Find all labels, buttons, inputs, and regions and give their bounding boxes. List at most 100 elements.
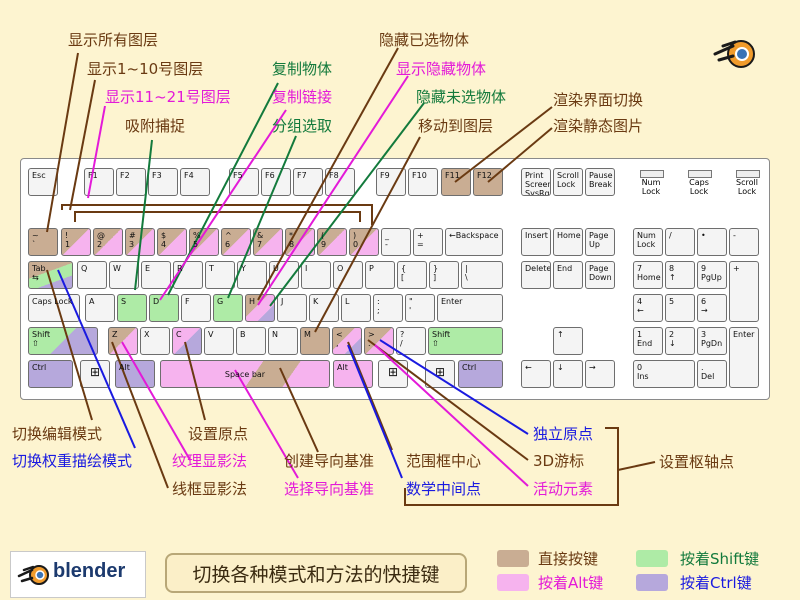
- key-f4: F4: [180, 168, 210, 196]
- key-label: End: [557, 264, 573, 273]
- key-ctrl-r: Ctrl: [458, 360, 503, 388]
- key-q: Q: [77, 261, 107, 289]
- indicator-light: [736, 170, 760, 178]
- key-label: F9: [380, 171, 390, 180]
- key-label: V: [208, 330, 214, 339]
- key-label: % 5: [193, 231, 201, 249]
- key-minus: _ -: [381, 228, 411, 256]
- key-label: Delete: [525, 264, 551, 273]
- key-label: S: [121, 297, 127, 306]
- key-label: Tab ⇆: [32, 264, 46, 282]
- key-pgup: Page Up: [585, 228, 615, 256]
- key-f2: F2: [116, 168, 146, 196]
- legend-direct: 直接按键: [538, 550, 599, 568]
- key-n9: 9 PgUp: [697, 261, 727, 289]
- indicator-label: Num Lock: [641, 178, 661, 196]
- label-group-select: 分组选取: [272, 117, 333, 135]
- key-f8: F8: [325, 168, 355, 196]
- label-duplicate-linked: 复制链接: [272, 88, 333, 106]
- key-label: Ctrl: [462, 363, 477, 372]
- key-n2: 2 ↓: [665, 327, 695, 355]
- key-label: -: [733, 231, 736, 240]
- bracket-1-10: [61, 204, 373, 225]
- key-label: > .: [368, 330, 375, 348]
- key-label: ←: [525, 363, 532, 372]
- key-label: } ]: [433, 264, 439, 282]
- label-set-origin: 设置原点: [188, 425, 249, 443]
- key-label: $ 4: [161, 231, 167, 249]
- key-tab: Tab ⇆: [28, 261, 73, 289]
- label-select-nav-base: 选择导向基准: [284, 480, 375, 498]
- key-label: Z: [112, 330, 118, 339]
- key-label: 5: [669, 297, 675, 306]
- key-label: ? /: [400, 330, 405, 348]
- key-label: Page Down: [589, 264, 612, 282]
- key-label: Insert: [525, 231, 548, 240]
- key-left: ←: [521, 360, 551, 388]
- key-label: & 7: [257, 231, 264, 249]
- key-plus: + =: [413, 228, 443, 256]
- key-n8: 8 ↑: [665, 261, 695, 289]
- label-toggle-edit-mode: 切换编辑模式: [12, 425, 103, 443]
- key-label: M: [304, 330, 311, 339]
- key-label: E: [145, 264, 151, 273]
- key-n5: 5: [665, 294, 695, 322]
- key-label: R: [177, 264, 183, 273]
- key-n: N: [268, 327, 298, 355]
- key-label: F4: [184, 171, 194, 180]
- key-delete: Delete: [521, 261, 551, 289]
- key-label: K: [313, 297, 319, 306]
- key-n4: 4 ←: [633, 294, 663, 322]
- key-label: O: [337, 264, 344, 273]
- key-pause: Pause Break: [585, 168, 615, 196]
- key-f: F: [181, 294, 211, 322]
- key-alt-r: Alt: [333, 360, 373, 388]
- key-h: H: [245, 294, 275, 322]
- key-down: ↓: [553, 360, 583, 388]
- key-label: * 8: [289, 231, 295, 249]
- label-duplicate-object: 复制物体: [272, 60, 333, 78]
- legend-ctrl: 按着Ctrl键: [680, 574, 752, 592]
- label-bbox-center: 范围框中心: [406, 452, 482, 470]
- key-label: F12: [477, 171, 492, 180]
- key-label: ↑: [557, 330, 564, 339]
- label-move-to-layer: 移动到图层: [418, 117, 494, 135]
- key-label: /: [669, 231, 672, 240]
- key-k7: & 7: [253, 228, 283, 256]
- key-label: Print Screen SysRq: [525, 171, 551, 196]
- key-label: _ -: [385, 231, 389, 249]
- key-label: Shift ⇧: [32, 330, 51, 348]
- key-nplus: +: [729, 261, 759, 322]
- key-tilde: ~ `: [28, 228, 58, 256]
- key-label: 2 ↓: [669, 330, 676, 348]
- key-label: + =: [417, 231, 424, 249]
- key-label: Page Up: [589, 231, 609, 249]
- key-label: Pause Break: [589, 171, 613, 189]
- key-label: F1: [88, 171, 98, 180]
- key-home: Home: [553, 228, 583, 256]
- key-colon: : ;: [373, 294, 403, 322]
- key-label: 9 PgUp: [701, 264, 722, 282]
- key-windows-icon: ⊞: [80, 360, 110, 388]
- key-label: F2: [120, 171, 130, 180]
- key-label: G: [217, 297, 224, 306]
- key-label: @ 2: [97, 231, 105, 249]
- label-hide-selected: 隐藏已选物体: [379, 31, 470, 49]
- key-label: U: [273, 264, 279, 273]
- indicator-light: [640, 170, 664, 178]
- legend-swatch-alt: [497, 574, 529, 591]
- key-n1: 1 End: [633, 327, 663, 355]
- key-label: ! 1: [65, 231, 71, 249]
- key-l: L: [341, 294, 371, 322]
- key-label: 0 Ins: [637, 363, 649, 381]
- legend-swatch-ctrl: [636, 574, 668, 591]
- key-slash: ? /: [396, 327, 426, 355]
- key-label: " ': [409, 297, 413, 315]
- key-insert: Insert: [521, 228, 551, 256]
- key-label: Home: [557, 231, 581, 240]
- key-label: Caps Lock: [32, 297, 73, 306]
- key-label: Space bar: [224, 370, 266, 379]
- key-shift-l: Shift ⇧: [28, 327, 98, 355]
